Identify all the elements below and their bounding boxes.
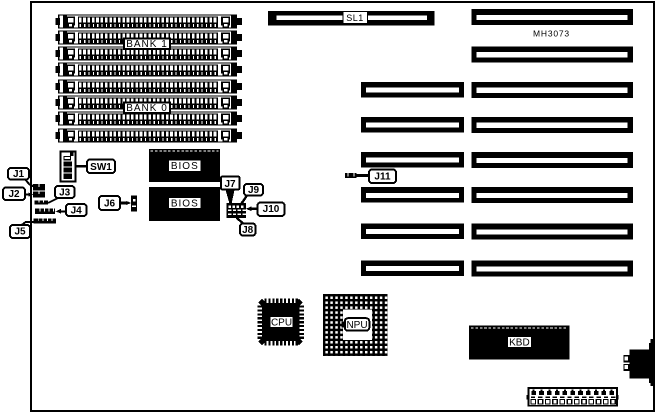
svg-text:J11: J11 — [374, 172, 391, 183]
svg-text:BIOS: BIOS — [171, 199, 199, 210]
svg-text:J3: J3 — [59, 188, 71, 199]
svg-text:MH3073: MH3073 — [533, 29, 570, 39]
svg-text:J7: J7 — [224, 179, 236, 190]
svg-text:J9: J9 — [248, 185, 260, 196]
svg-text:J10: J10 — [263, 204, 280, 215]
svg-text:J6: J6 — [104, 199, 116, 210]
svg-text:J1: J1 — [13, 169, 25, 180]
svg-text:CPU: CPU — [271, 317, 292, 328]
svg-text:SW1: SW1 — [90, 162, 112, 173]
svg-text:SL1: SL1 — [346, 13, 364, 23]
svg-text:BANK 1: BANK 1 — [126, 39, 168, 50]
svg-text:J8: J8 — [242, 225, 254, 236]
svg-text:J2: J2 — [8, 189, 20, 200]
svg-text:BIOS: BIOS — [171, 161, 199, 172]
svg-text:KBD: KBD — [509, 338, 530, 349]
svg-text:NPU: NPU — [346, 320, 367, 331]
svg-text:J4: J4 — [71, 206, 83, 217]
svg-text:J5: J5 — [14, 227, 26, 238]
svg-text:BANK 0: BANK 0 — [126, 103, 168, 114]
